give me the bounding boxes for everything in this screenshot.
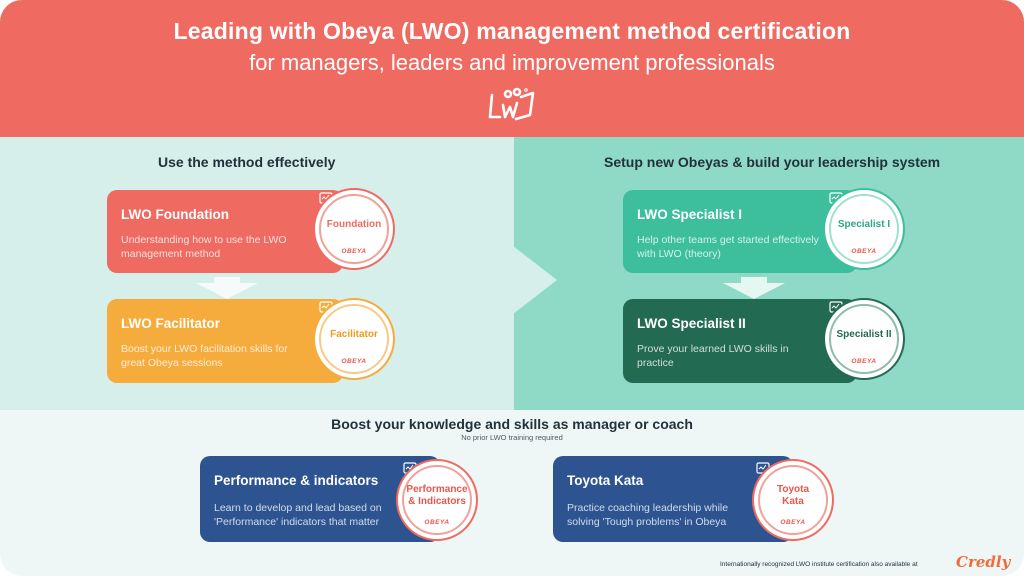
- badge-specialist-1: Specialist I OBEYA: [823, 188, 905, 270]
- card-title: Toyota Kata: [567, 473, 644, 488]
- left-section-heading: Use the method effectively: [158, 154, 336, 170]
- credly-link[interactable]: Credly: [956, 553, 1011, 571]
- badge-foundation: Foundation OBEYA: [313, 188, 395, 270]
- page-subtitle: for managers, leaders and improvement pr…: [249, 50, 775, 75]
- badge-toyota-kata: Toyota Kata OBEYA: [752, 459, 834, 541]
- card-title: LWO Facilitator: [121, 316, 221, 331]
- badge-specialist-2: Specialist II OBEYA: [823, 298, 905, 380]
- badge-performance-indicators: Performance & Indicators OBEYA: [396, 459, 478, 541]
- card-performance-indicators[interactable]: Performance & indicators Learn to develo…: [200, 456, 440, 542]
- lwo-logo-icon: [488, 87, 535, 121]
- badge-facilitator: Facilitator OBEYA: [313, 298, 395, 380]
- bottom-section-subheading: No prior LWO training required: [461, 433, 563, 442]
- card-lwo-specialist-2[interactable]: LWO Specialist II Prove your learned LWO…: [623, 299, 857, 383]
- card-title: Performance & indicators: [214, 473, 379, 488]
- card-title: LWO Foundation: [121, 207, 229, 222]
- page-title: Leading with Obeya (LWO) management meth…: [173, 18, 851, 44]
- header-banner: Leading with Obeya (LWO) management meth…: [0, 0, 1024, 137]
- card-description: Boost your LWO facilitation skills for g…: [121, 343, 288, 369]
- card-lwo-specialist-1[interactable]: LWO Specialist I Help other teams get st…: [623, 190, 857, 273]
- card-description: Learn to develop and lead based on 'Perf…: [214, 502, 382, 528]
- card-description: Understanding how to use the LWO managem…: [121, 234, 287, 260]
- card-lwo-facilitator[interactable]: LWO Facilitator Boost your LWO facilitat…: [107, 299, 343, 383]
- card-description: Help other teams get started effectively…: [637, 234, 819, 260]
- bottom-section-heading: Boost your knowledge and skills as manag…: [331, 416, 693, 432]
- down-arrow-icon: [723, 277, 785, 299]
- down-arrow-icon: [196, 277, 258, 299]
- card-title: LWO Specialist II: [637, 316, 746, 331]
- footer-note: Internationally recognized LWO institute…: [720, 561, 918, 568]
- right-section-heading: Setup new Obeyas & build your leadership…: [604, 154, 941, 170]
- card-lwo-foundation[interactable]: LWO Foundation Understanding how to use …: [107, 190, 343, 273]
- card-title: LWO Specialist I: [637, 207, 743, 222]
- card-description: Practice coaching leadership while solvi…: [567, 502, 729, 528]
- card-description: Prove your learned LWO skills in practic…: [637, 343, 789, 369]
- big-right-arrow-icon: [513, 246, 557, 314]
